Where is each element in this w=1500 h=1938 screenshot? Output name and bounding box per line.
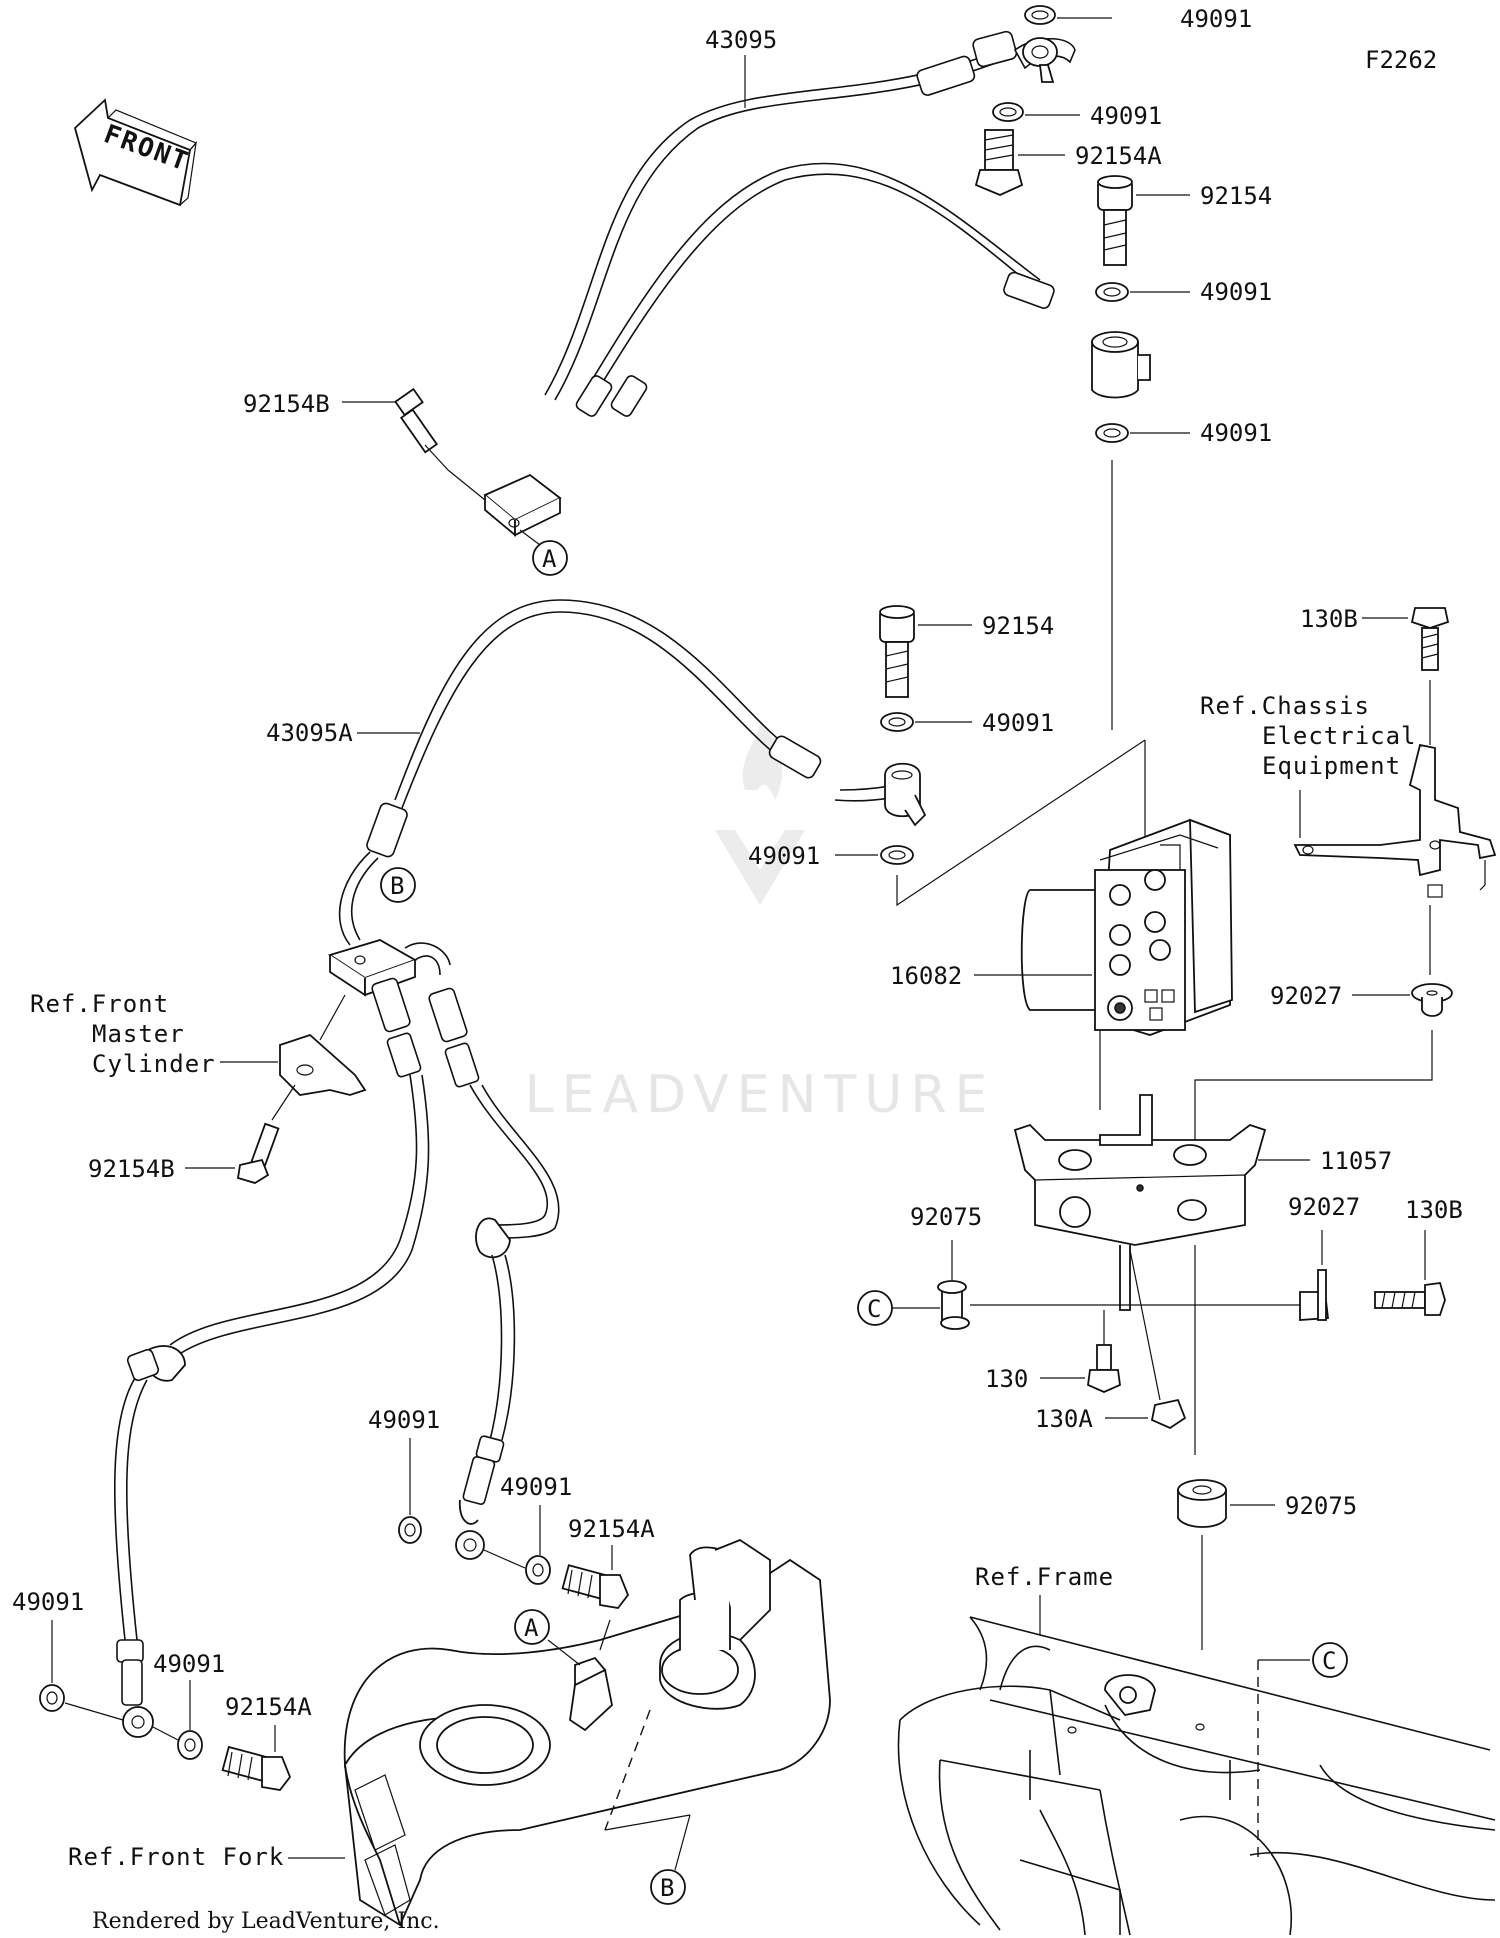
label-49091-4: 49091 [1200,419,1272,447]
brake-hose-43095A [338,599,896,946]
washer-49091-5 [880,712,914,732]
callout-A-upper-text: A [542,545,557,573]
washer-49091-9 [39,1684,65,1712]
washer-49091-1 [1024,5,1056,25]
bolt-92154-middle [879,605,915,698]
watermark: LEADVENTURE [525,720,996,1125]
collar-92027-upper [1411,983,1453,1017]
washer-49091-6 [880,845,914,865]
hose-clamp-A-upper [483,473,562,537]
label-16082: 16082 [890,962,962,990]
callout-A-lower-text: A [524,1614,539,1642]
label-11057: 11057 [1320,1147,1392,1175]
label-92075-left: 92075 [910,1203,982,1231]
svg-text:Ref.Chassis: Ref.Chassis [1200,692,1370,720]
grommet-92075-right [1177,1479,1227,1528]
abs-bracket-11057 [1013,1094,1267,1311]
bolt-92154-upper [1097,175,1133,266]
grommet-92075-left [937,1280,970,1330]
bolt-130A [1129,1249,1187,1430]
label-49091-8: 49091 [500,1473,572,1501]
callout-B-lower-text: B [660,1874,674,1902]
abs-unit-16082 [1020,818,1233,1036]
callout-A-lower [514,1609,550,1645]
label-130B-right: 130B [1405,1196,1463,1224]
label-43095A: 43095A [266,719,353,747]
callout-C-right [1312,1642,1348,1678]
frame-section [897,1616,1496,1936]
front-fork-triple-clamp [343,1538,831,1927]
washer-49091-7 [398,1516,422,1544]
label-92027-upper: 92027 [1270,982,1342,1010]
bolt-130B-right [1374,1282,1446,1316]
front-arrow-icon: FRONT [73,98,197,207]
callout-C-left-text: C [867,1295,881,1323]
callout-A-upper [532,540,568,576]
label-130: 130 [985,1365,1028,1393]
washer-49091-3 [1095,282,1129,302]
svg-text:Master: Master [92,1020,185,1048]
callout-C-right-text: C [1322,1647,1336,1675]
label-92154A-top: 92154A [1075,142,1162,170]
banjo-fitting-lower-left [122,1706,154,1738]
label-49091-10: 49091 [153,1650,225,1678]
label-92075-right: 92075 [1285,1492,1357,1520]
label-49091-3: 49091 [1200,278,1272,306]
master-cylinder-ref-label: Ref.Front Master Cylinder [30,990,216,1078]
watermark-text: LEADVENTURE [525,1065,996,1125]
washer-49091-8 [525,1555,551,1585]
chassis-bracket [1293,743,1497,898]
svg-text:Equipment: Equipment [1262,752,1401,780]
label-130B-upper: 130B [1300,605,1358,633]
bolt-130B-upper [1410,607,1450,671]
label-49091-1: 49091 [1180,5,1252,33]
label-130A: 130A [1035,1405,1093,1433]
washer-49091-10 [177,1730,203,1760]
banjo-fitting-lower-center [455,1499,485,1560]
master-cylinder-bracket [279,1033,367,1096]
callout-B-upper [380,867,416,903]
washer-49091-4 [1095,423,1129,443]
banjo-bolt-92154A-lower-center [561,1564,630,1609]
brake-hose-43095-lower [113,977,560,1706]
label-49091-7: 49091 [368,1406,440,1434]
label-49091-2: 49091 [1090,102,1162,130]
callout-B-lower [650,1869,686,1905]
bolt-92154B-lower [236,1122,280,1184]
chassis-ref-label: Ref.Chassis Electrical Equipment [1200,692,1417,780]
front-fork-ref-label: Ref.Front Fork [68,1843,284,1871]
bolt-130 [1087,1344,1121,1393]
banjo-bolt-92154A-top [974,129,1024,196]
svg-text:Electrical: Electrical [1262,722,1417,750]
label-92154A-lower-left: 92154A [225,1693,312,1721]
label-92154B-lower: 92154B [88,1155,175,1183]
label-92027-right: 92027 [1288,1193,1360,1221]
label-49091-5: 49091 [982,709,1054,737]
bolt-92154B-upper [394,387,449,471]
svg-text:Ref.Front: Ref.Front [30,990,169,1018]
banjo-bolt-92154A-lower-left [221,1745,292,1791]
label-49091-6: 49091 [748,842,820,870]
callout-B-upper-text: B [390,872,404,900]
collar-92027-right [1299,1269,1330,1321]
banjo-fitting-upper-hose [1091,331,1151,399]
banjo-fitting-43095A [884,762,927,827]
banjo-fitting-top [1022,37,1058,83]
brake-hose-43095 [544,30,1076,417]
diagram-id: F2262 [1365,46,1437,74]
svg-text:Cylinder: Cylinder [92,1050,216,1078]
washer-49091-2 [992,102,1024,122]
label-43095-upper: 43095 [705,26,777,54]
footer-credit: Rendered by LeadVenture, Inc. [92,1909,440,1934]
label-49091-9: 49091 [12,1588,84,1616]
label-92154A-lower-center: 92154A [568,1515,655,1543]
label-92154-middle: 92154 [982,612,1054,640]
label-92154B-upper: 92154B [243,390,330,418]
frame-ref-label: Ref.Frame [975,1563,1114,1591]
label-92154-upper: 92154 [1200,182,1272,210]
